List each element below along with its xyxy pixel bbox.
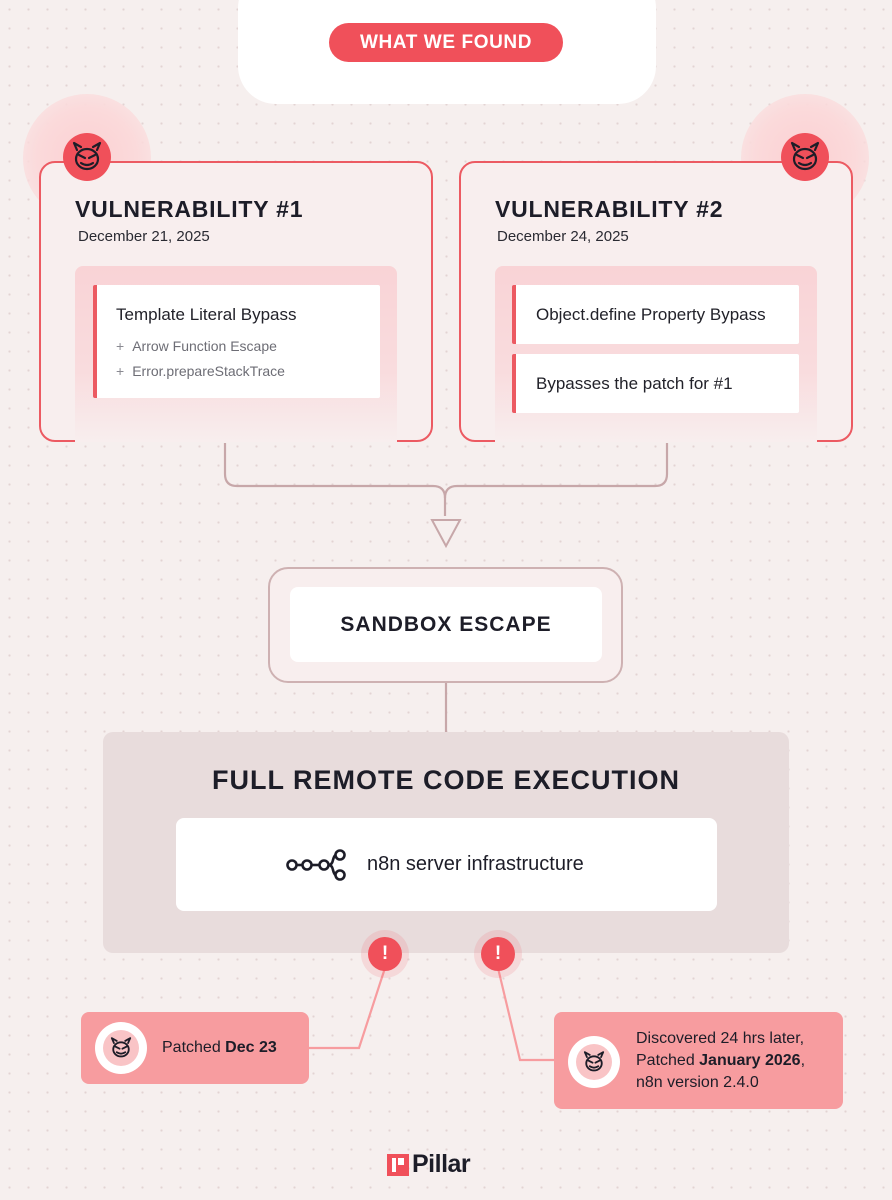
devil-icon-badge — [568, 1036, 620, 1088]
vulnerability-title: VULNERABILITY #1 — [75, 196, 304, 222]
rce-target-label: n8n server infrastructure — [367, 853, 584, 875]
sandbox-escape-label: SANDBOX ESCAPE — [290, 587, 602, 662]
rce-target-box — [176, 818, 717, 911]
patch-card-2: Discovered 24 hrs later, Patched January… — [554, 1012, 843, 1109]
entry-subitem: +Error.prepareStackTrace — [116, 363, 285, 379]
connector-vuln1 — [223, 443, 447, 516]
pillar-logo: Pillar — [387, 1150, 471, 1179]
alert-icon: ! — [481, 937, 515, 971]
alert-icon: ! — [368, 937, 402, 971]
patch-text: Patched Dec 23 — [162, 1039, 277, 1056]
vulnerability-date: December 24, 2025 — [497, 228, 629, 245]
devil-icon — [781, 133, 829, 181]
vulnerability-entry: Template Literal Bypass +Arrow Function … — [93, 285, 380, 398]
plus-icon: + — [116, 338, 125, 354]
connector-arrowhead — [430, 519, 462, 549]
rce-title: FULL REMOTE CODE EXECUTION — [211, 765, 681, 795]
connector-patch2 — [496, 967, 555, 1062]
n8n-workflow-icon — [286, 849, 346, 881]
entry-title: Template Literal Bypass — [116, 305, 297, 324]
devil-icon — [583, 1051, 605, 1072]
entry-title: Bypasses the patch for #1 — [536, 374, 733, 393]
vulnerability-entry: Object.define Property Bypass — [512, 285, 799, 344]
devil-icon — [110, 1037, 132, 1058]
vulnerability-entry: Bypasses the patch for #1 — [512, 354, 799, 413]
pillar-logo-icon — [387, 1153, 409, 1176]
patch-card-1: Patched Dec 23 — [81, 1012, 309, 1084]
plus-icon: + — [116, 363, 125, 379]
connector-patch1 — [308, 967, 387, 1050]
devil-icon-badge — [95, 1022, 147, 1074]
section-badge: WHAT WE FOUND — [329, 23, 563, 62]
vulnerability-title: VULNERABILITY #2 — [495, 196, 724, 222]
entry-subitem: +Arrow Function Escape — [116, 338, 277, 354]
pillar-logo-text: Pillar — [412, 1150, 471, 1178]
devil-icon — [63, 133, 111, 181]
entry-title: Object.define Property Bypass — [536, 305, 766, 324]
patch-text: Discovered 24 hrs later, Patched January… — [636, 1030, 806, 1091]
connector-vuln2 — [443, 443, 669, 499]
vulnerability-date: December 21, 2025 — [78, 228, 210, 245]
